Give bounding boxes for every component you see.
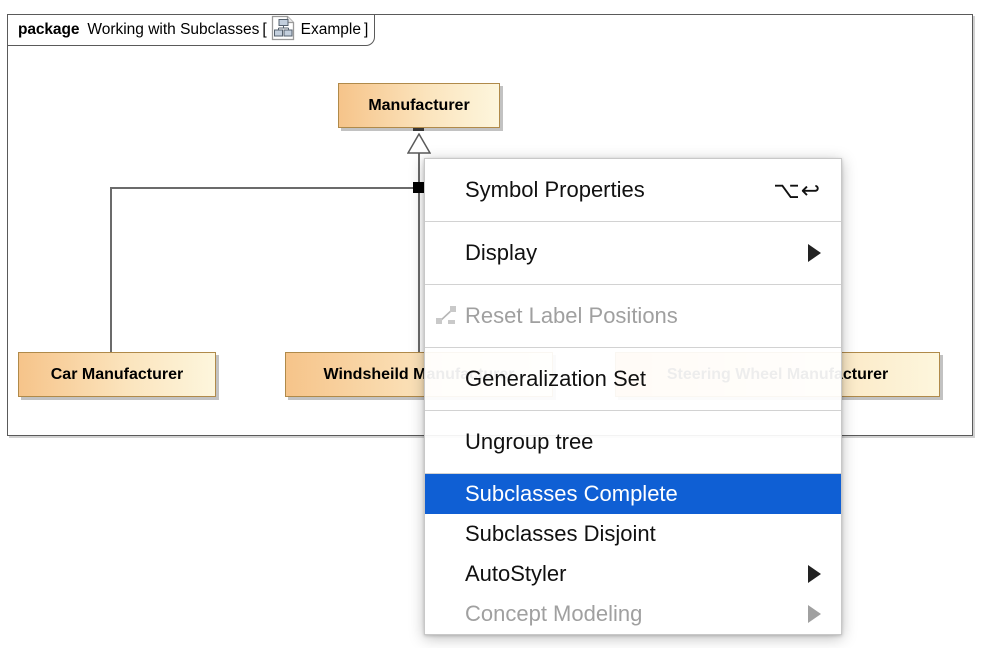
class-box-manufacturer[interactable]: Manufacturer (338, 83, 500, 128)
context-menu[interactable]: Symbol Properties ⌥↩ Display Reset Label… (424, 158, 842, 635)
menu-item-subclasses-complete[interactable]: Subclasses Complete (425, 474, 841, 514)
package-bracket-close: ] (363, 21, 369, 38)
package-name: Working with Subclasses (87, 21, 260, 38)
selection-handle-junction[interactable] (413, 182, 424, 193)
menu-item-shortcut: ⌥↩ (773, 176, 821, 203)
menu-separator (425, 347, 841, 348)
package-diagram-label: Example (300, 21, 361, 38)
menu-item-label: AutoStyler (465, 561, 567, 586)
generalization-line-horizontal (110, 187, 420, 189)
menu-item-symbol-properties[interactable]: Symbol Properties ⌥↩ (425, 159, 841, 221)
menu-item-label: Reset Label Positions (465, 303, 678, 328)
menu-item-label: Display (465, 240, 538, 265)
menu-item-label: Generalization Set (465, 366, 646, 391)
menu-item-label: Subclasses Disjoint (465, 521, 656, 546)
menu-separator (425, 473, 841, 474)
menu-separator (425, 410, 841, 411)
menu-item-label: Subclasses Complete (465, 481, 678, 506)
menu-item-autostyler[interactable]: AutoStyler (425, 554, 841, 594)
menu-item-display[interactable]: Display (425, 222, 841, 284)
menu-item-label: Ungroup tree (465, 429, 594, 454)
menu-item-generalization-set[interactable]: Generalization Set (425, 348, 841, 410)
class-label-manufacturer: Manufacturer (368, 96, 470, 114)
package-keyword: package (18, 21, 80, 38)
submenu-arrow-icon (808, 605, 821, 623)
menu-item-ungroup-tree[interactable]: Ungroup tree (425, 411, 841, 473)
menu-item-concept-modeling: Concept Modeling (425, 594, 841, 634)
menu-item-subclasses-disjoint[interactable]: Subclasses Disjoint (425, 514, 841, 554)
package-bracket-open: [ (262, 21, 267, 38)
menu-item-label: Symbol Properties (465, 177, 645, 202)
class-box-car-manufacturer[interactable]: Car Manufacturer (18, 352, 216, 397)
reset-label-positions-icon (433, 303, 459, 329)
menu-separator (425, 221, 841, 222)
menu-item-reset-label-positions: Reset Label Positions (425, 285, 841, 347)
submenu-arrow-icon (808, 565, 821, 583)
generalization-line-vertical-root (418, 140, 420, 188)
generalization-triangle-icon (407, 133, 431, 154)
class-label-car-manufacturer: Car Manufacturer (50, 365, 184, 383)
menu-item-label: Concept Modeling (465, 601, 643, 626)
diagram-icon (271, 15, 295, 46)
generalization-line-vertical-car (110, 187, 112, 352)
generalization-line-vertical-windsheild (418, 187, 420, 352)
package-header: package Working with Subclasses [ Exampl… (7, 14, 376, 46)
menu-separator (425, 284, 841, 285)
submenu-arrow-icon (808, 244, 821, 262)
